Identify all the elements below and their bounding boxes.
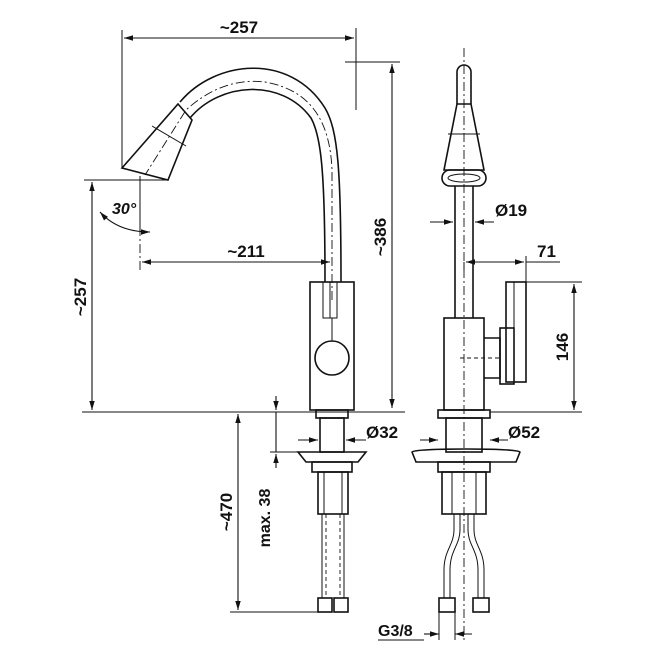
front-spray-face <box>441 169 487 187</box>
mounting-nut <box>311 461 353 473</box>
dim-tube-diameter: Ø19 <box>495 201 527 220</box>
dim-spout-angle: 30° <box>112 201 137 218</box>
mounting-plate <box>296 451 368 463</box>
front-hose-nut-right <box>472 597 490 613</box>
dim-spout-height: ~257 <box>71 278 90 316</box>
lever-knob <box>314 340 350 376</box>
dim-thread: G3/8 <box>378 623 413 640</box>
dim-below-deck: ~470 <box>217 493 236 531</box>
dim-base-diameter-side: Ø32 <box>366 423 398 442</box>
spray-head <box>120 102 193 181</box>
dim-reach: ~211 <box>227 242 264 261</box>
dim-total-width: ~257 <box>220 18 258 37</box>
base-ring <box>315 409 349 419</box>
front-spray-head <box>443 103 485 171</box>
base-stem <box>319 417 345 453</box>
hose-nut-right <box>333 597 349 613</box>
front-spout-top <box>456 64 472 104</box>
front-lever-handle <box>505 281 527 383</box>
dim-deck-thickness: max. 38 <box>257 489 274 548</box>
front-hose-nut-left <box>438 597 456 613</box>
dim-lever-depth: 71 <box>537 242 556 261</box>
dim-lever-height: 146 <box>553 333 572 361</box>
hose-nut-left <box>317 597 333 613</box>
dim-base-diameter-front: Ø52 <box>508 423 540 442</box>
spout-centerline <box>144 80 333 300</box>
front-mounting-plate <box>411 448 521 463</box>
dim-height: ~386 <box>371 218 390 256</box>
spout-inner-curve <box>189 88 326 283</box>
body <box>309 281 355 411</box>
front-view: Ø19 71 146 Ø52 G3/8 <box>378 48 582 641</box>
spout-outer-curve <box>179 67 342 283</box>
side-view: ~257 ~386 ~257 ~211 30° Ø32 ~470 m <box>71 18 405 613</box>
